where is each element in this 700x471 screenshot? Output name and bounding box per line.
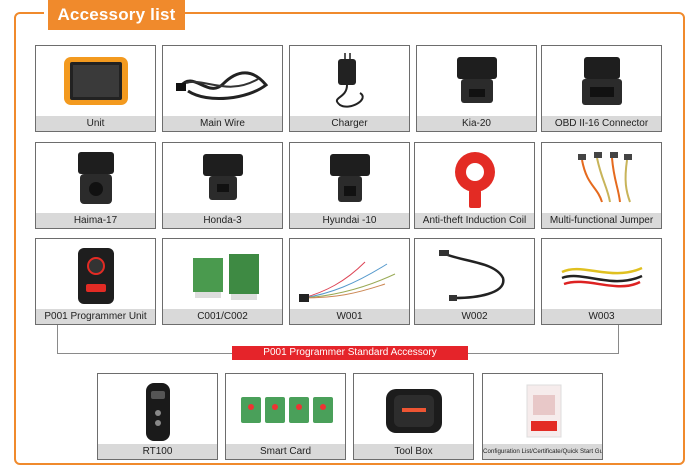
item-rt100: RT100 <box>97 373 218 460</box>
charger-icon <box>335 53 363 108</box>
item-obd-connector: OBD II-16 Connector <box>541 45 662 132</box>
item-label: Hyundai -10 <box>290 213 409 228</box>
accessory-frame <box>14 12 685 465</box>
connector-icon <box>456 57 497 103</box>
item-tool-box: Tool Box <box>353 373 474 460</box>
connector-icon <box>329 154 370 202</box>
item-label: Smart Card <box>226 444 345 459</box>
item-label: OBD II-16 Connector <box>542 116 661 131</box>
item-main-wire: Main Wire <box>162 45 283 132</box>
programmer-icon <box>77 248 114 304</box>
item-jumper: Multi-functional Jumper <box>541 142 662 229</box>
item-label: Charger <box>290 116 409 131</box>
item-label: W003 <box>542 309 661 324</box>
item-config-docs: Configuration List/Certificate/Quick Sta… <box>482 373 603 460</box>
cable-icon <box>438 250 504 301</box>
item-label: Multi-functional Jumper <box>542 213 661 228</box>
item-label: Main Wire <box>163 116 282 131</box>
item-label: P001 Programmer Unit <box>36 309 155 324</box>
document-icon <box>526 384 561 438</box>
circuit-board-icon <box>192 254 259 300</box>
item-honda-3: Honda-3 <box>162 142 283 229</box>
item-label: RT100 <box>98 444 217 459</box>
wires-icon <box>560 266 643 288</box>
item-c001-c002: C001/C002 <box>162 238 283 325</box>
item-w003: W003 <box>541 238 662 325</box>
section-title: Accessory list <box>48 0 185 30</box>
item-label: Configuration List/Certificate/Quick Sta… <box>483 444 602 459</box>
connector-icon <box>202 154 243 200</box>
item-label: C001/C002 <box>163 309 282 324</box>
item-label: Kia-20 <box>417 116 536 131</box>
item-label: W001 <box>290 309 409 324</box>
item-label: Anti-theft Induction Coil <box>415 213 534 228</box>
cable-icon <box>175 71 268 101</box>
connector-icon <box>77 152 114 204</box>
smart-card-icon <box>240 397 333 423</box>
item-charger: Charger <box>289 45 410 132</box>
toolbox-icon <box>385 389 442 433</box>
item-smart-card: Smart Card <box>225 373 346 460</box>
obd-connector-icon <box>581 57 622 105</box>
coil-icon <box>454 152 495 208</box>
item-w001: W001 <box>289 238 410 325</box>
item-label: Unit <box>36 116 155 131</box>
item-haima-17: Haima-17 <box>35 142 156 229</box>
item-w002: W002 <box>414 238 535 325</box>
item-induction-coil: Anti-theft Induction Coil <box>414 142 535 229</box>
p001-standard-accessory-banner: P001 Programmer Standard Accessory <box>232 346 468 360</box>
tablet-icon <box>63 57 128 105</box>
item-unit: Unit <box>35 45 156 132</box>
item-label: Tool Box <box>354 444 473 459</box>
item-label: Haima-17 <box>36 213 155 228</box>
remote-icon <box>145 383 170 441</box>
item-p001-unit: P001 Programmer Unit <box>35 238 156 325</box>
item-label: Honda-3 <box>163 213 282 228</box>
wires-icon <box>298 261 395 302</box>
jumper-icon <box>577 152 632 203</box>
item-label: W002 <box>415 309 534 324</box>
item-kia-20: Kia-20 <box>416 45 537 132</box>
item-hyundai-10: Hyundai -10 <box>289 142 410 229</box>
